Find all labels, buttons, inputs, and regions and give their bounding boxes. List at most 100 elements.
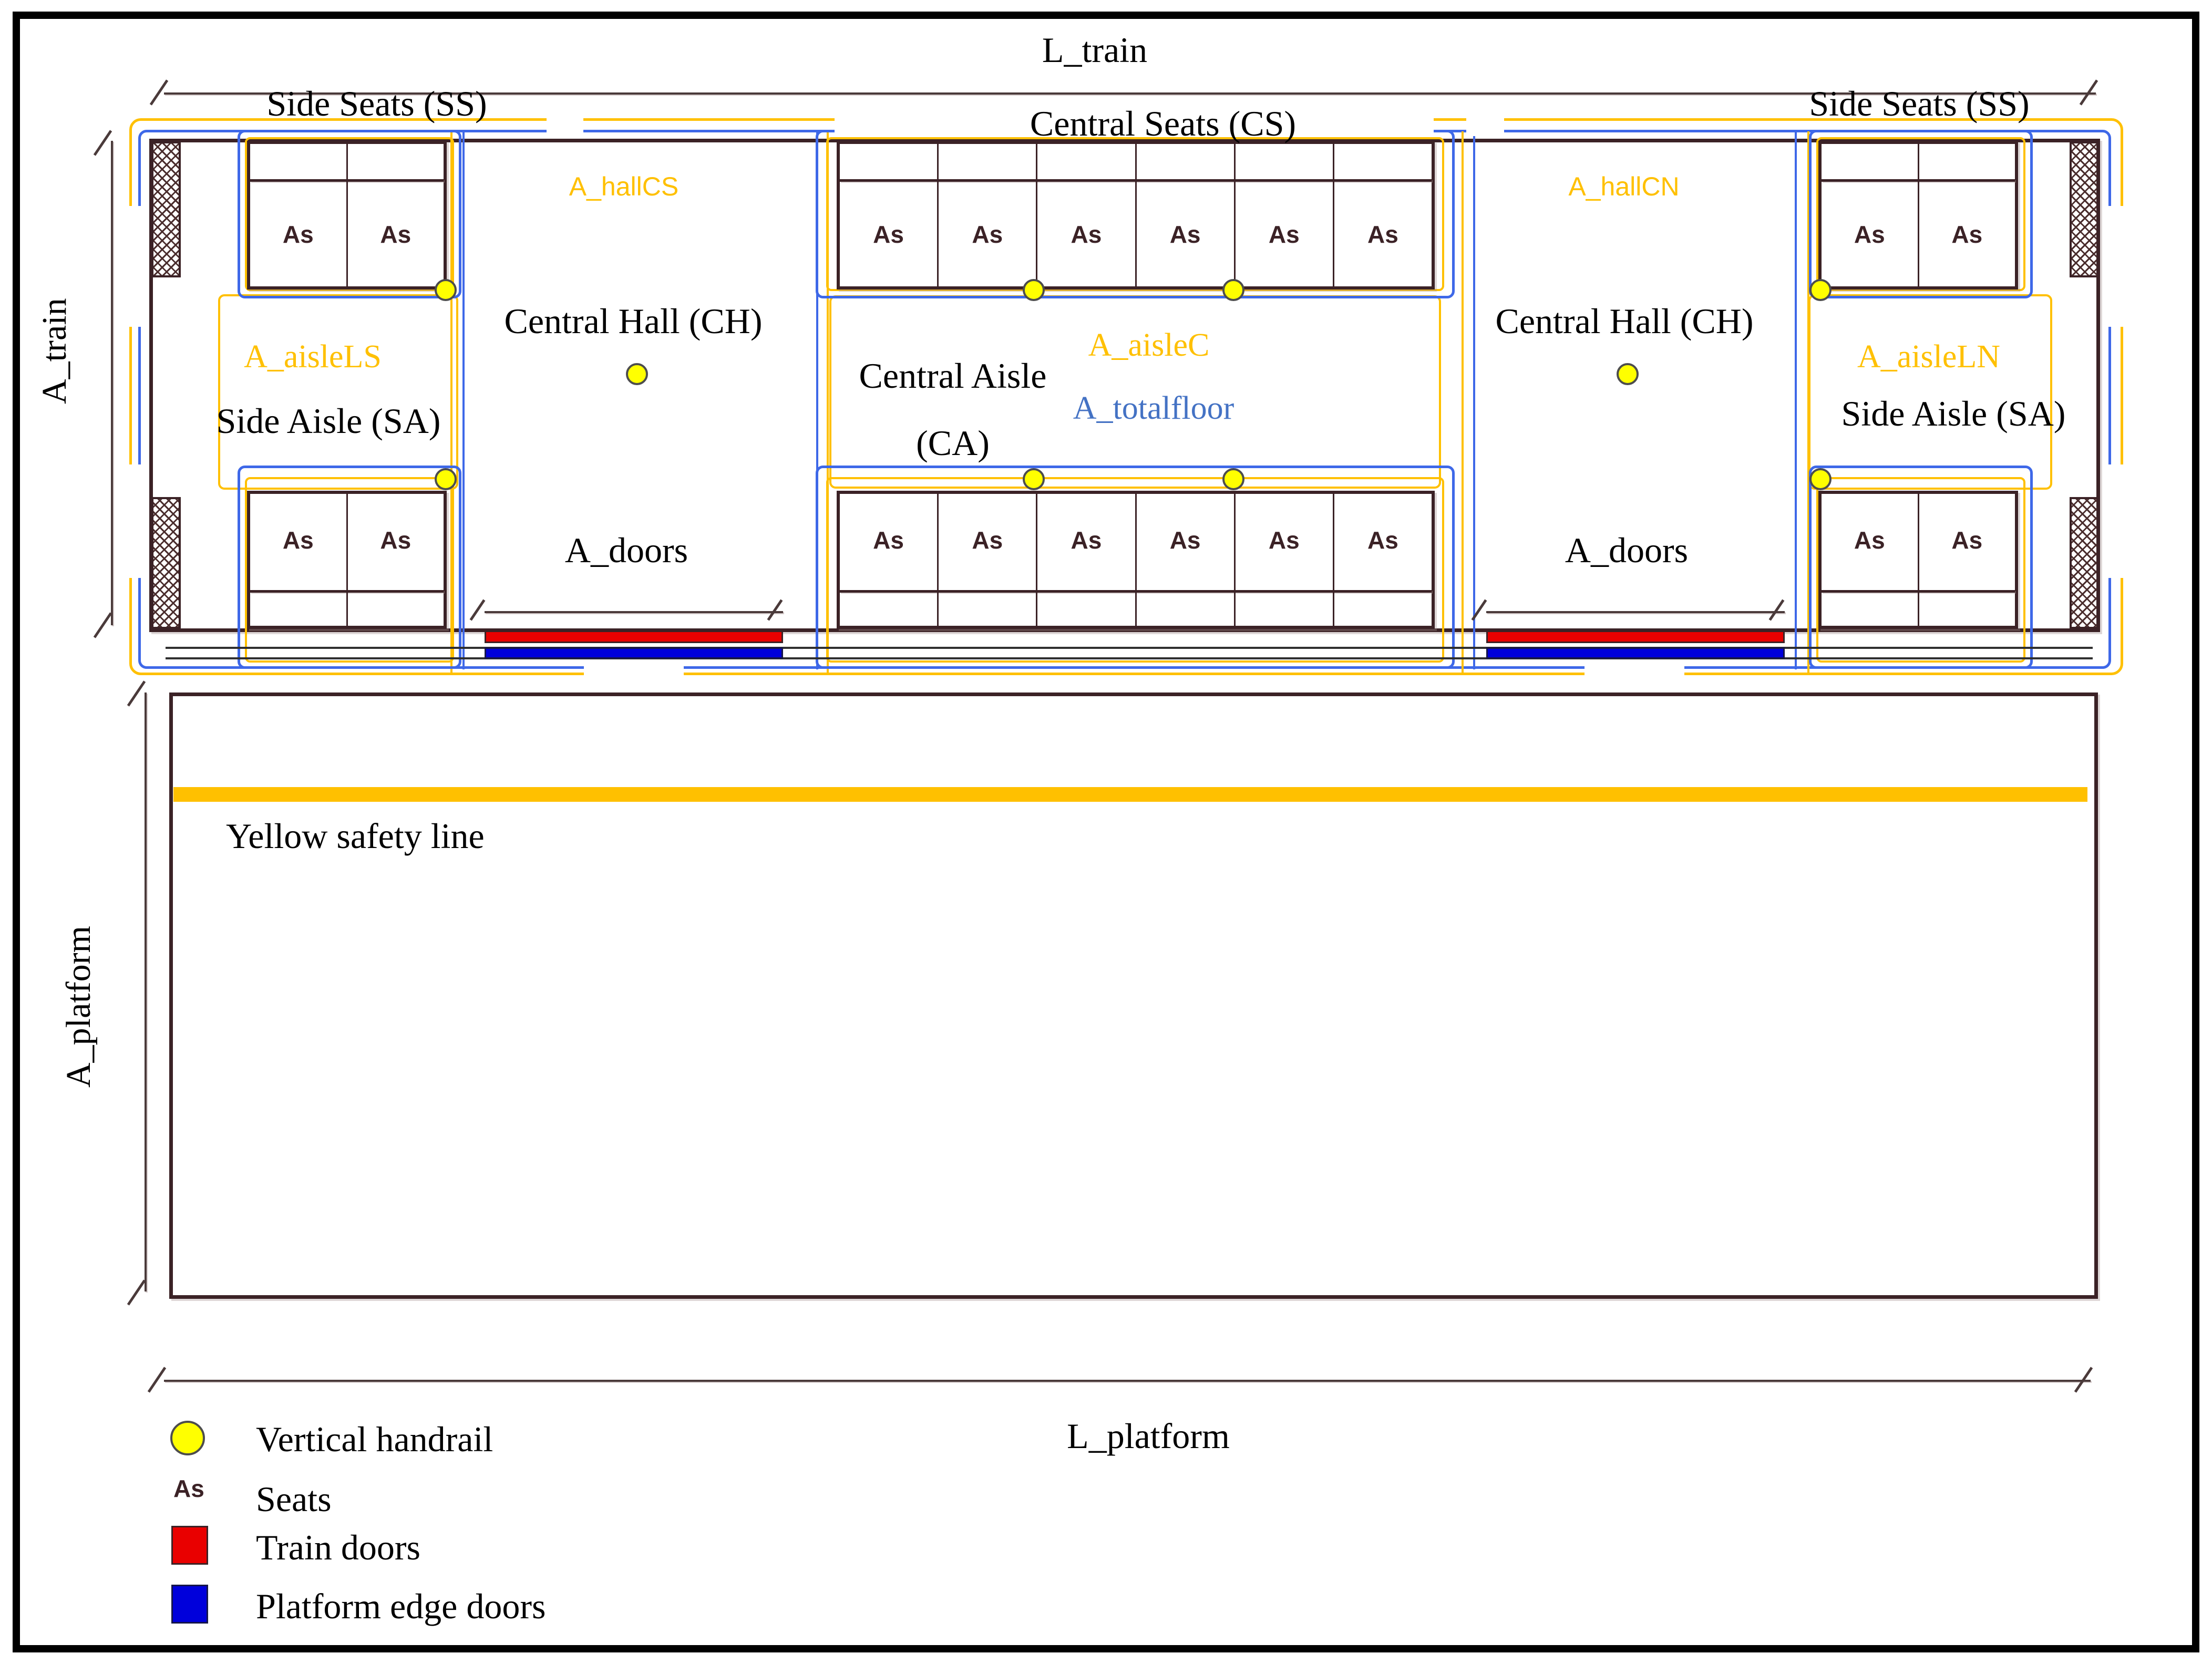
seat-label: As — [873, 526, 904, 554]
seat-label: As — [380, 526, 411, 554]
door-dimension-line-left — [485, 611, 783, 613]
legend-train-door-swatch — [171, 1526, 208, 1565]
platform-edge-line — [166, 657, 2093, 659]
platform-edge-line — [166, 647, 2093, 649]
hall-cn-left-blue-line — [1473, 132, 1475, 669]
handrail-dot — [1222, 468, 1244, 490]
seat: As — [1822, 494, 1919, 626]
seat: As — [840, 494, 939, 626]
side-seat-block-bottom-left: As As — [247, 491, 447, 629]
hall-cs-left-orange-line — [450, 131, 452, 674]
totalfloor-label: A_totalfloor — [1073, 390, 1234, 426]
a-platform-label: A_platform — [59, 926, 98, 1088]
seat-label: As — [972, 526, 1003, 554]
seat: As — [1137, 144, 1236, 286]
outline-gap — [2107, 464, 2135, 578]
legend-ped-label: Platform edge doors — [256, 1586, 546, 1626]
seat-group-outline — [1816, 137, 2025, 291]
seat-label: As — [1367, 221, 1398, 248]
handrail-dot — [1222, 279, 1244, 301]
hall-cn-area-label: A_hallCN — [1568, 172, 1680, 201]
legend-train-doors-label: Train doors — [256, 1527, 420, 1567]
side-aisle-right-label: Side Aisle (SA) — [1841, 394, 2066, 433]
side-aisle-left-label: Side Aisle (SA) — [216, 401, 441, 441]
hall-cn-left-orange-line — [1462, 131, 1464, 674]
l-train-dimension-line — [164, 92, 2096, 95]
seat: As — [250, 144, 348, 286]
seat-group-outline — [826, 137, 1444, 291]
seat-label: As — [1268, 221, 1300, 248]
seat: As — [1334, 494, 1432, 626]
legend-ped-swatch — [171, 1585, 208, 1624]
seat-label: As — [873, 221, 904, 248]
seat: As — [939, 144, 1038, 286]
handrail-dot — [1809, 468, 1832, 490]
door-outline-gap — [1585, 661, 1684, 682]
aisle-ln-outline — [1808, 294, 2052, 490]
side-seats-left-label: Side Seats (SS) — [266, 84, 487, 123]
a-train-dimension-line — [111, 141, 113, 625]
a-doors-left-label: A_doors — [564, 530, 688, 570]
door-outline-gap — [584, 661, 684, 682]
seat-label: As — [972, 221, 1003, 248]
handrail-dot — [1809, 279, 1832, 301]
figure-border — [13, 12, 2199, 1652]
seat-label: As — [1951, 221, 1983, 248]
seat-group-outline — [816, 466, 1455, 669]
outline-gap — [123, 206, 147, 327]
side-seat-block-top-right: As As — [1818, 141, 2018, 290]
seat-label: As — [1951, 526, 1983, 554]
outline-gap — [547, 112, 583, 136]
seat: As — [348, 144, 444, 286]
side-seats-right-label: Side Seats (SS) — [1809, 84, 2030, 123]
handrail-dot — [435, 468, 457, 490]
seat-group-outline — [1809, 466, 2033, 669]
central-hall-right-label: Central Hall (CH) — [1495, 301, 1754, 341]
seat-label: As — [1854, 526, 1885, 554]
handrail-dot — [1023, 279, 1045, 301]
l-platform-dimension-line — [164, 1380, 2091, 1382]
seat: As — [1236, 144, 1334, 286]
seat-label: As — [282, 221, 314, 248]
central-seat-block-bottom: As As As As As As — [837, 491, 1435, 629]
aisle-ln-area-label: A_aisleLN — [1857, 339, 2001, 375]
seat: As — [1334, 144, 1432, 286]
seat: As — [1137, 494, 1236, 626]
seat-group-outline — [245, 477, 454, 663]
seat-group-outline — [826, 477, 1444, 663]
end-wall-hatch — [151, 141, 181, 277]
legend-handrail-icon — [170, 1421, 205, 1455]
a-train-label: A_train — [35, 298, 74, 404]
platform-edge-door-right — [1486, 647, 1785, 659]
train-door-left — [485, 631, 783, 643]
yellow-safety-line-label: Yellow safety line — [226, 816, 485, 856]
yellow-safety-line — [173, 787, 2087, 802]
aisle-c-area-label: A_aisleC — [1088, 327, 1210, 363]
seat-label: As — [1367, 526, 1398, 554]
a-doors-right-label: A_doors — [1565, 530, 1689, 570]
central-aisle-abbr-label: (CA) — [916, 423, 990, 463]
aisle-ls-outline — [218, 294, 458, 490]
seat-group-outline — [238, 130, 461, 298]
hall-cs-left-blue-line — [462, 132, 465, 669]
central-seats-label: Central Seats (CS) — [1030, 104, 1297, 143]
handrail-dot — [1023, 468, 1045, 490]
seat-label: As — [1854, 221, 1885, 248]
seat: As — [250, 494, 348, 626]
seat-label: As — [282, 526, 314, 554]
door-dimension-line-right — [1486, 611, 1785, 613]
seat-group-outline — [1809, 130, 2033, 298]
seat: As — [1037, 144, 1137, 286]
hall-cs-right-orange-line — [827, 131, 829, 674]
handrail-dot — [435, 279, 457, 301]
end-wall-hatch — [151, 497, 181, 629]
hall-cn-right-blue-line — [1795, 132, 1797, 669]
legend-seats-label: Seats — [256, 1479, 332, 1519]
hall-cs-area-label: A_hallCS — [569, 172, 679, 201]
a-platform-dimension-line — [145, 693, 147, 1291]
central-aisle-label: Central Aisle — [859, 356, 1047, 396]
l-platform-label: L_platform — [1067, 1416, 1230, 1456]
seat-label: As — [1169, 526, 1201, 554]
legend-handrail-label: Vertical handrail — [256, 1419, 493, 1459]
